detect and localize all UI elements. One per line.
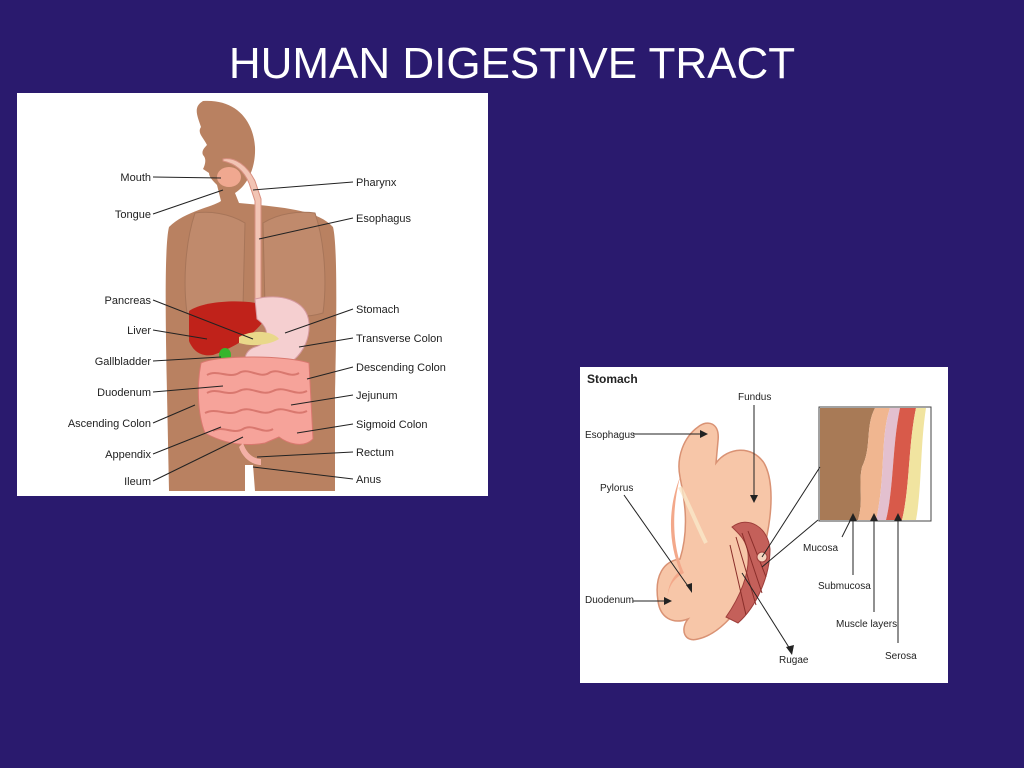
label-ascending-colon: Ascending Colon — [68, 418, 151, 430]
label-muscle-layers: Muscle layers — [836, 619, 897, 630]
label-appendix: Appendix — [105, 449, 151, 461]
label-pylorus: Pylorus — [600, 483, 633, 494]
label-jejunum: Jejunum — [356, 390, 398, 402]
label-pharynx: Pharynx — [356, 177, 397, 189]
label-anus: Anus — [356, 474, 382, 486]
label-duodenum: Duodenum — [97, 387, 151, 399]
wall-layers-inset — [818, 406, 932, 522]
label-stomach-duodenum: Duodenum — [585, 595, 634, 606]
arrowheads — [664, 430, 902, 655]
leader-lines — [152, 176, 354, 482]
label-liver: Liver — [127, 325, 151, 337]
label-sigmoid-colon: Sigmoid Colon — [356, 419, 428, 431]
label-ileum: Ileum — [124, 476, 151, 488]
label-descending-colon: Descending Colon — [356, 362, 446, 374]
label-serosa: Serosa — [885, 651, 917, 662]
label-submucosa: Submucosa — [818, 581, 871, 592]
label-gallbladder: Gallbladder — [95, 356, 152, 368]
stomach-diagram-title: Stomach — [587, 372, 638, 386]
label-stomach-esophagus: Esophagus — [585, 430, 635, 441]
stomach-leader-lines — [623, 405, 899, 650]
label-mucosa: Mucosa — [803, 543, 838, 554]
label-mouth: Mouth — [120, 172, 151, 184]
label-rectum: Rectum — [356, 447, 394, 459]
stomach-diagram: Stomach — [580, 367, 948, 683]
label-tongue: Tongue — [115, 209, 151, 221]
label-rugae: Rugae — [779, 655, 809, 666]
label-pancreas: Pancreas — [105, 295, 152, 307]
pancreas-shape — [239, 331, 279, 346]
label-esophagus: Esophagus — [356, 213, 412, 225]
label-transverse-colon: Transverse Colon — [356, 333, 442, 345]
stomach-illustration — [656, 422, 772, 641]
digestive-tract-diagram: Mouth Tongue Pancreas Liver Gallbladder … — [17, 93, 488, 496]
intestines-shape — [197, 356, 314, 465]
label-fundus: Fundus — [738, 392, 771, 403]
liver-shape — [189, 301, 271, 356]
label-stomach: Stomach — [356, 304, 399, 316]
slide-title: HUMAN DIGESTIVE TRACT — [228, 39, 796, 88]
